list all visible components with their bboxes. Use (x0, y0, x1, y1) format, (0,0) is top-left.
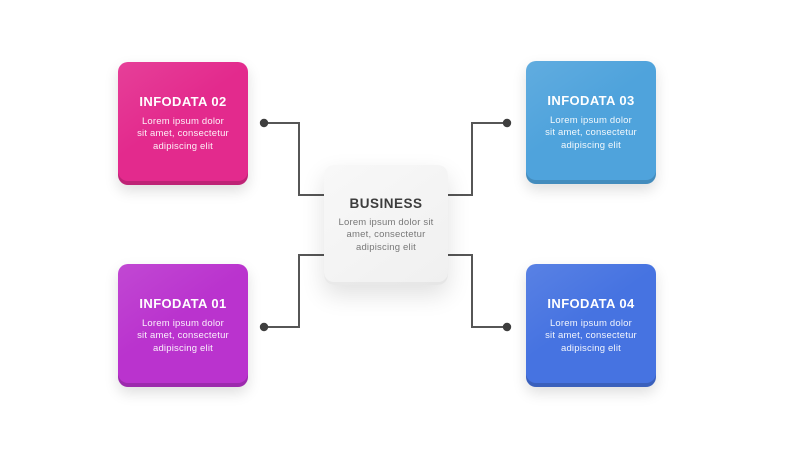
connector-bottom-right (448, 254, 503, 328)
card-title: INFODATA 02 (139, 93, 227, 109)
card-body-line: Lorem ipsum dolor (141, 115, 225, 127)
card-body-line: sit amet, consectetur (545, 127, 637, 139)
card-title: INFODATA 04 (547, 295, 635, 311)
card-body: Lorem ipsum dolor sit amet, consectetur … (545, 318, 637, 356)
connector-top-right (448, 122, 503, 196)
card-body-line: sit amet, consectetur (137, 128, 229, 140)
card-body-line: Lorem ipsum dolor (549, 114, 633, 126)
center-card-body-line: adipiscing elit (355, 241, 417, 253)
card-body-line: Lorem ipsum dolor (141, 317, 225, 329)
infodata-01-card: INFODATA 01 Lorem ipsum dolor sit amet, … (118, 264, 248, 387)
card-body-line: adipiscing elit (152, 342, 214, 354)
connector-top-left (268, 122, 324, 196)
card-body: Lorem ipsum dolor sit amet, consectetur … (137, 318, 229, 356)
card-body: Lorem ipsum dolor sit amet, consectetur … (137, 116, 229, 154)
center-card-title: BUSINESS (349, 195, 423, 211)
card-title: INFODATA 03 (547, 92, 635, 108)
center-card-body: Lorem ipsum dolor sit amet, consectetur … (338, 217, 433, 255)
card-body: Lorem ipsum dolor sit amet, consectetur … (545, 115, 637, 153)
card-body-line: sit amet, consectetur (137, 330, 229, 342)
connector-dot-top-right (502, 118, 512, 128)
connector-dot-bottom-right (502, 322, 512, 332)
card-body-line: sit amet, consectetur (545, 330, 637, 342)
card-body-line: adipiscing elit (560, 139, 622, 151)
card-title: INFODATA 01 (139, 295, 227, 311)
infodata-04-card: INFODATA 04 Lorem ipsum dolor sit amet, … (526, 264, 656, 387)
infodata-03-card: INFODATA 03 Lorem ipsum dolor sit amet, … (526, 61, 656, 184)
card-body-line: Lorem ipsum dolor (549, 317, 633, 329)
business-center-card: BUSINESS Lorem ipsum dolor sit amet, con… (324, 165, 448, 285)
connector-dot-top-left (259, 118, 269, 128)
connector-bottom-left (268, 254, 324, 328)
center-card-body-line: Lorem ipsum dolor sit (338, 216, 434, 228)
card-body-line: adipiscing elit (560, 342, 622, 354)
card-body-line: adipiscing elit (152, 140, 214, 152)
connector-dot-bottom-left (259, 322, 269, 332)
center-card-body-line: amet, consectetur (346, 229, 426, 241)
infodata-02-card: INFODATA 02 Lorem ipsum dolor sit amet, … (118, 62, 248, 185)
